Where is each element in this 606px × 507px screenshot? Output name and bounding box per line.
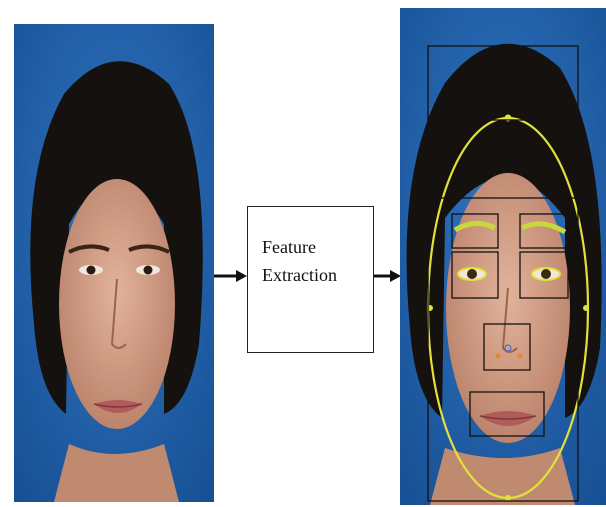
annotated-face-photo [400, 8, 606, 505]
input-face-photo [14, 24, 214, 502]
feature-extraction-box: Feature Extraction [247, 206, 374, 353]
feature-extraction-label: Feature Extraction [262, 233, 337, 289]
arrow-to-annotated-face [374, 268, 402, 284]
arrow-to-feature-extraction [214, 268, 248, 284]
